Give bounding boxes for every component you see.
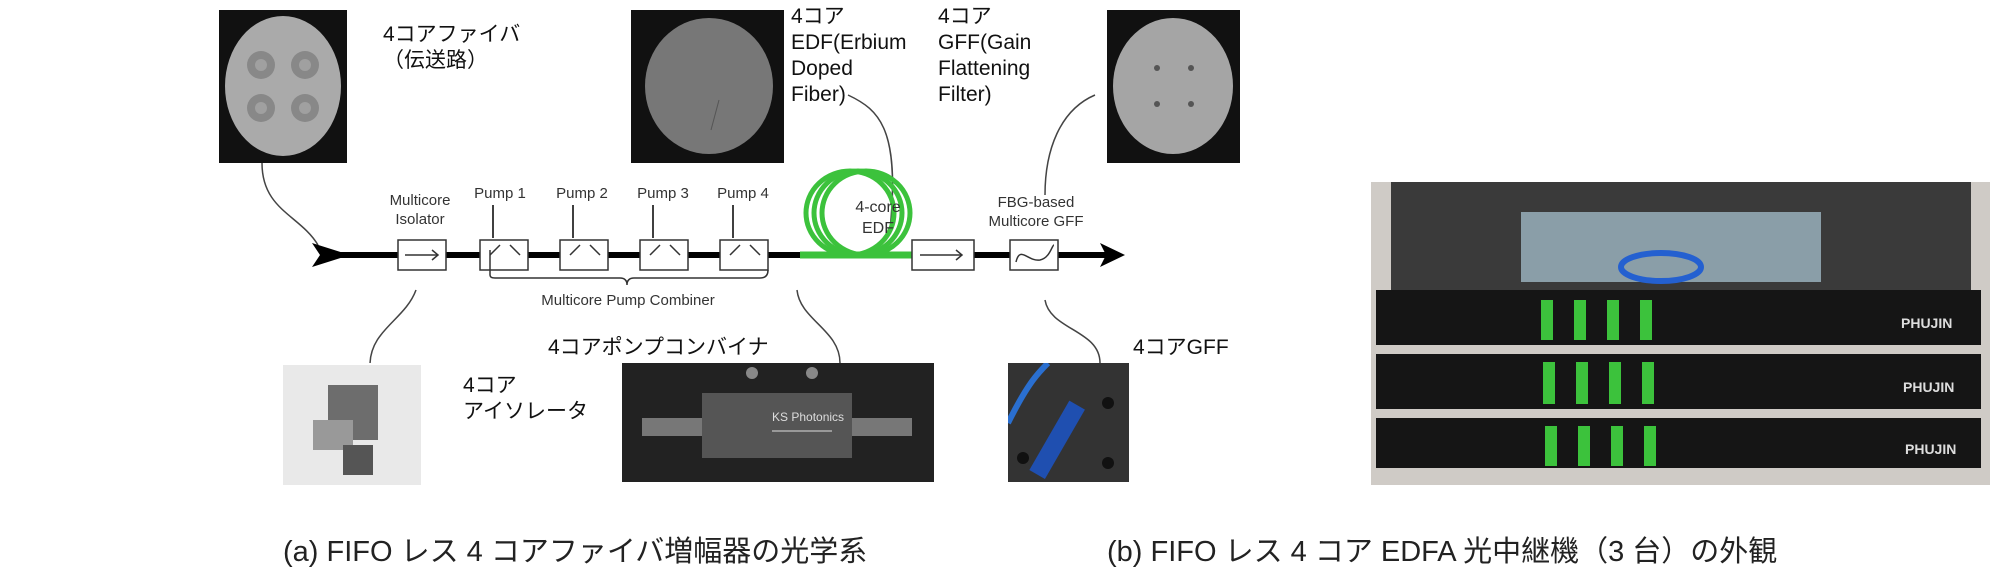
edf-coil	[803, 168, 913, 258]
pump-combiner-box	[719, 239, 769, 271]
label-line: 4コア	[938, 5, 992, 28]
label-line: 4コア	[791, 5, 845, 28]
pump-label: Pump 3	[637, 185, 689, 202]
connector-line	[261, 162, 319, 246]
label-line: GFF(Gain	[938, 31, 1032, 54]
label-line: 4コアファイバ	[383, 23, 521, 46]
label-line: Flattening	[938, 57, 1031, 80]
pump-label: Pump 4	[717, 185, 769, 202]
repeater-rack-photo: PHUJIN PHUJIN PHUJIN	[1371, 182, 1990, 485]
connector-line	[369, 289, 417, 363]
edf-text: 4-core	[855, 199, 900, 216]
pump-combiner-box	[479, 239, 529, 271]
pump-combiner-photo: KS Photonics	[622, 363, 934, 482]
isolator-text: Multicore	[390, 192, 451, 209]
pump-combiner-box	[639, 239, 689, 271]
gff-box	[1009, 239, 1059, 271]
connector-line	[796, 289, 841, 363]
ks-photonics-text: KS Photonics	[772, 410, 844, 424]
edf-text: EDF	[862, 220, 894, 237]
repeater-unit	[1376, 290, 1981, 468]
pump-combiner-box	[559, 239, 609, 271]
gff-text: FBG-based	[998, 194, 1075, 211]
isolator-photo	[283, 365, 421, 485]
input-arrow	[312, 243, 350, 267]
isolator-label: 4コア アイソレータ	[463, 373, 588, 425]
label-line: Doped	[791, 57, 853, 80]
label-line: EDF(Erbium	[791, 31, 907, 54]
caption-a: (a) FIFO レス 4 コアファイバ増幅器の光学系	[283, 536, 868, 568]
edf-label: 4コア EDF(Erbium Doped Fiber)	[791, 4, 907, 108]
brand-text: PHUJIN	[1901, 315, 1952, 331]
connector-line	[1044, 299, 1101, 363]
gff-cross-section-photo	[1107, 10, 1240, 163]
output-arrow	[1100, 243, 1125, 267]
label-line: （伝送路）	[383, 49, 488, 72]
connector-line	[1044, 94, 1096, 196]
caption-b: (b) FIFO レス 4 コア EDFA 光中継機（3 台）の外観	[1107, 536, 1778, 568]
label-line: Filter)	[938, 83, 992, 106]
brand-text: PHUJIN	[1905, 441, 1956, 457]
combiner-brace	[489, 250, 769, 286]
isolator-text: Isolator	[395, 211, 444, 228]
label-line: 4コア	[463, 374, 517, 397]
brand-text: PHUJIN	[1903, 379, 1954, 395]
pump-label: Pump 1	[474, 185, 526, 202]
gff-label: 4コア GFF(Gain Flattening Filter)	[938, 4, 1031, 108]
pump-label: Pump 2	[556, 185, 608, 202]
gff-text: Multicore GFF	[988, 213, 1083, 230]
label-line: Fiber)	[791, 83, 846, 106]
fiber-cross-section-photo	[219, 10, 347, 163]
gff-photo-label: 4コアGFF	[1133, 336, 1229, 359]
combiner-text: Multicore Pump Combiner	[541, 292, 714, 309]
fiber-label: 4コアファイバ （伝送路）	[383, 22, 520, 74]
gff-photo	[1008, 363, 1129, 482]
pump-combiner-label: 4コアポンプコンバイナ	[548, 336, 769, 359]
label-line: アイソレータ	[463, 400, 588, 423]
edf-cross-section-photo	[631, 10, 784, 163]
optical-system-diagram: 4-core EDF Multicore Isolator Pump 1 Pum…	[261, 94, 1125, 363]
